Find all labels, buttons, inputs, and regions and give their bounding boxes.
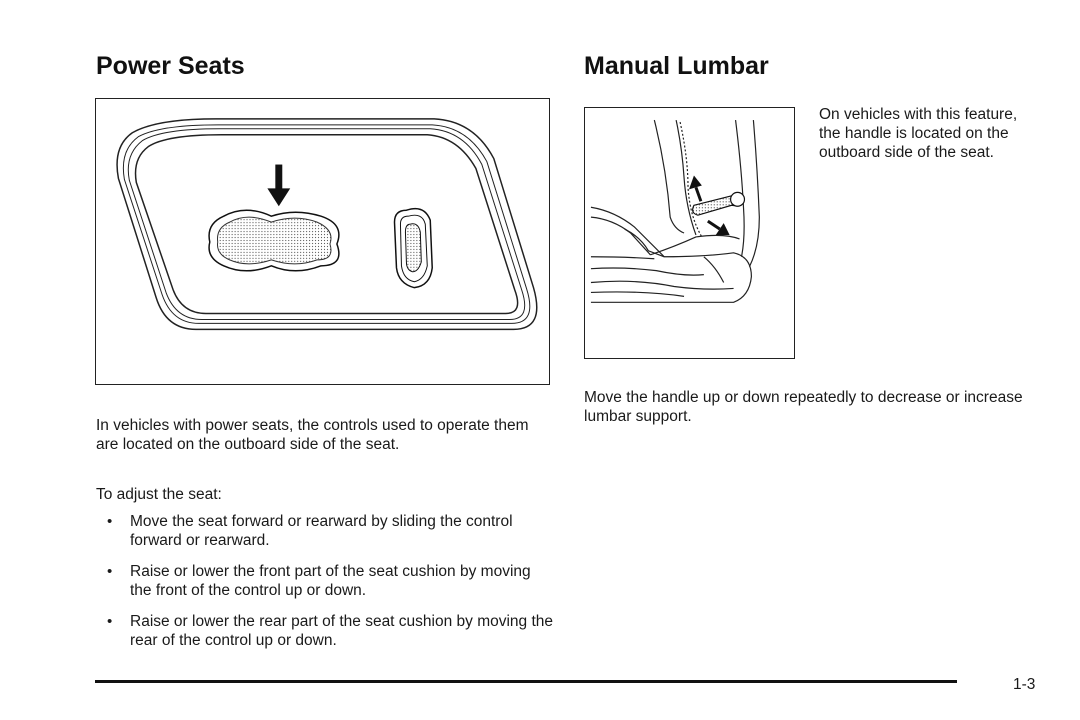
list-item-text: Raise or lower the front part of the sea… [130,563,531,599]
footer-divider [95,680,957,683]
lumbar-handle [692,191,746,216]
list-item-text: Move the seat forward or rearward by sli… [130,513,513,549]
list-item: • Raise or lower the rear part of the sea… [96,612,556,650]
lumbar-seat-illustration [590,119,760,303]
down-arrow-icon [267,164,291,207]
bullet-icon: • [107,513,113,530]
seat-control-knob [208,209,340,272]
power-seat-figure [95,98,550,385]
list-item-text: Raise or lower the rear part of the seat… [130,613,554,649]
power-seat-control-illustration [116,118,538,331]
list-item: • Raise or lower the front part of the se… [96,562,556,600]
page-number: 1-3 [1013,676,1036,693]
up-arrow-icon [689,175,703,202]
power-seats-heading: Power Seats [96,52,245,80]
down-arrow-icon [707,219,730,235]
recline-control [393,207,433,289]
adjust-steps-list: • Move the seat forward or rearward by sl… [96,512,556,662]
manual-lumbar-figure [584,107,795,359]
power-seats-intro: In vehicles with power seats, the contro… [96,417,529,453]
lumbar-instruction-text: Move the handle up or down repeatedly to… [584,389,1023,425]
bullet-icon: • [107,563,113,580]
bullet-icon: • [107,613,113,630]
adjust-seat-lead: To adjust the seat: [96,486,222,503]
list-item: • Move the seat forward or rearward by sl… [96,512,556,550]
lumbar-location-text: On vehicles with this feature, the handl… [819,106,1018,161]
manual-lumbar-heading: Manual Lumbar [584,52,769,80]
